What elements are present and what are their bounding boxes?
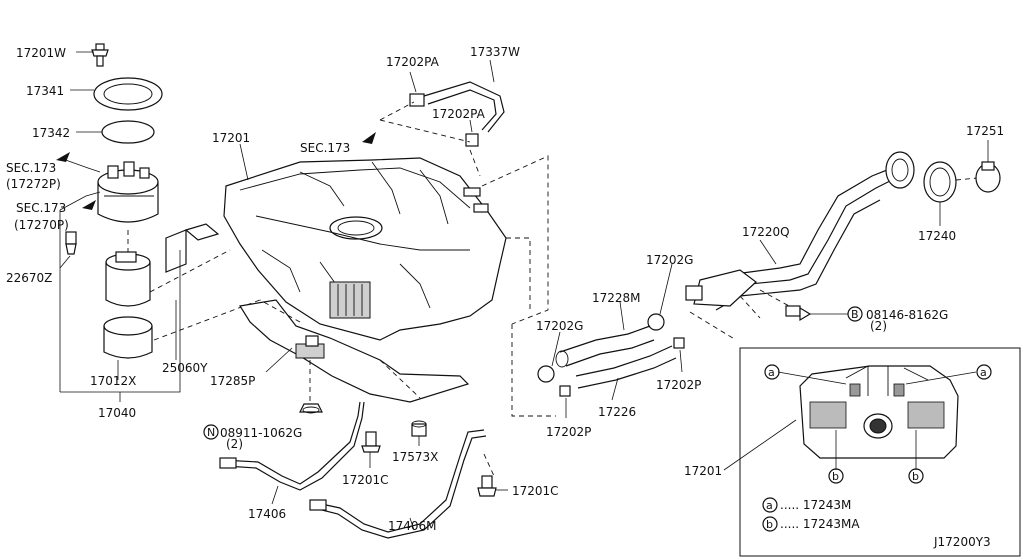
fuel-pump-body	[105, 251, 151, 307]
clamp-17202p-1	[673, 337, 685, 349]
legend-a-mark: a	[766, 499, 773, 512]
fuel-filter-17012x	[103, 316, 153, 359]
b-marker-icon	[908, 468, 924, 484]
label-17270p-ref: (17270P)	[14, 218, 69, 232]
nut-17573x	[411, 420, 427, 437]
label-17202pa-1: 17202PA	[386, 55, 440, 69]
label-17341: 17341	[26, 84, 64, 98]
label-17202g-1: 17202G	[536, 319, 583, 333]
label-22670z: 22670Z	[6, 271, 52, 285]
legend-b-text: ..... 17243MA	[780, 517, 860, 531]
b-marker-icon	[762, 516, 778, 532]
label-17251: 17251	[966, 124, 1004, 138]
label-sec173-top: SEC.173	[300, 141, 350, 155]
strap-17406m	[309, 429, 487, 539]
nut-08911-1062g	[299, 403, 323, 414]
legend-b-mark: b	[766, 518, 773, 531]
strap-17406	[219, 401, 365, 491]
legend-a-text: ..... 17243M	[780, 498, 851, 512]
sensor-22670z	[65, 231, 77, 255]
bolt-08146-8162g	[785, 305, 812, 322]
clamp-17202p-2	[559, 385, 571, 397]
clamp-17202pa-1	[409, 93, 425, 107]
fuel-tank-17201	[223, 157, 507, 341]
label-17573x: 17573X	[392, 450, 438, 464]
a-marker-icon	[762, 497, 778, 513]
label-08146-qty: (2)	[870, 319, 887, 333]
label-17012x: 17012X	[90, 374, 136, 388]
label-08911-1062g: 08911-1062G	[220, 426, 302, 440]
filler-hose-17228m	[555, 325, 655, 368]
a-marker-icon	[976, 364, 992, 380]
label-17202p-2: 17202P	[546, 425, 591, 439]
label-17202pa-2: 17202PA	[432, 107, 486, 121]
diagram-id: J17200Y3	[933, 535, 991, 549]
label-25060y: 25060Y	[162, 361, 208, 375]
label-17201-tank: 17201	[212, 131, 250, 145]
n-marker-icon	[203, 424, 219, 440]
inset-b-right: b	[912, 470, 919, 483]
fuel-cap-17251	[975, 161, 1001, 193]
b-marker-icon	[847, 306, 863, 322]
label-17202g-2: 17202G	[646, 253, 693, 267]
label-17285p: 17285P	[210, 374, 255, 388]
bolt-17201c-1	[361, 431, 381, 453]
label-08146-8162g: 08146-8162G	[866, 308, 948, 322]
label-b-prefix: B	[851, 308, 859, 321]
label-17272p-ref: (17272P)	[6, 177, 61, 191]
lock-ring-17341	[93, 77, 163, 111]
label-17220q: 17220Q	[742, 225, 790, 239]
label-sec173-b: SEC.173	[16, 201, 66, 215]
label-17202p-1: 17202P	[656, 378, 701, 392]
label-inset-17201: 17201	[684, 464, 722, 478]
label-17406: 17406	[248, 507, 286, 521]
label-17201w: 17201W	[16, 46, 66, 60]
inset-a-left: a	[768, 366, 775, 379]
clamp-17202pa-2	[465, 133, 479, 147]
filler-hose-17226	[575, 345, 677, 389]
filler-ring-17240	[923, 161, 957, 203]
label-17201c-1: 17201C	[342, 473, 389, 487]
label-n-prefix: N	[207, 426, 215, 439]
label-17337w: 17337W	[470, 45, 520, 59]
fuel-pump-top-module	[97, 161, 159, 223]
label-08911-qty: (2)	[226, 437, 243, 451]
clamp-17202g-1	[537, 365, 555, 383]
o-ring-17342	[101, 120, 155, 144]
connector-25060y	[165, 223, 220, 273]
inset-b-left: b	[832, 470, 839, 483]
label-17342: 17342	[32, 126, 70, 140]
label-17226: 17226	[598, 405, 636, 419]
label-17201c-2: 17201C	[512, 484, 559, 498]
inset-a-right: a	[980, 366, 987, 379]
clamp-17202g-2	[647, 313, 665, 331]
inset-panel	[723, 347, 1021, 557]
tank-bracket-17285p	[239, 299, 470, 403]
filler-tube-17220q	[685, 151, 915, 311]
label-17228m: 17228M	[592, 291, 641, 305]
a-marker-icon	[764, 364, 780, 380]
bolt-17201w	[91, 43, 109, 67]
vent-hose-17337w	[423, 81, 505, 133]
label-sec173-a: SEC.173	[6, 161, 56, 175]
label-17040: 17040	[98, 406, 136, 420]
label-17406m: 17406M	[388, 519, 437, 533]
bolt-17201c-2	[477, 475, 497, 497]
b-marker-icon	[828, 468, 844, 484]
label-17240: 17240	[918, 229, 956, 243]
